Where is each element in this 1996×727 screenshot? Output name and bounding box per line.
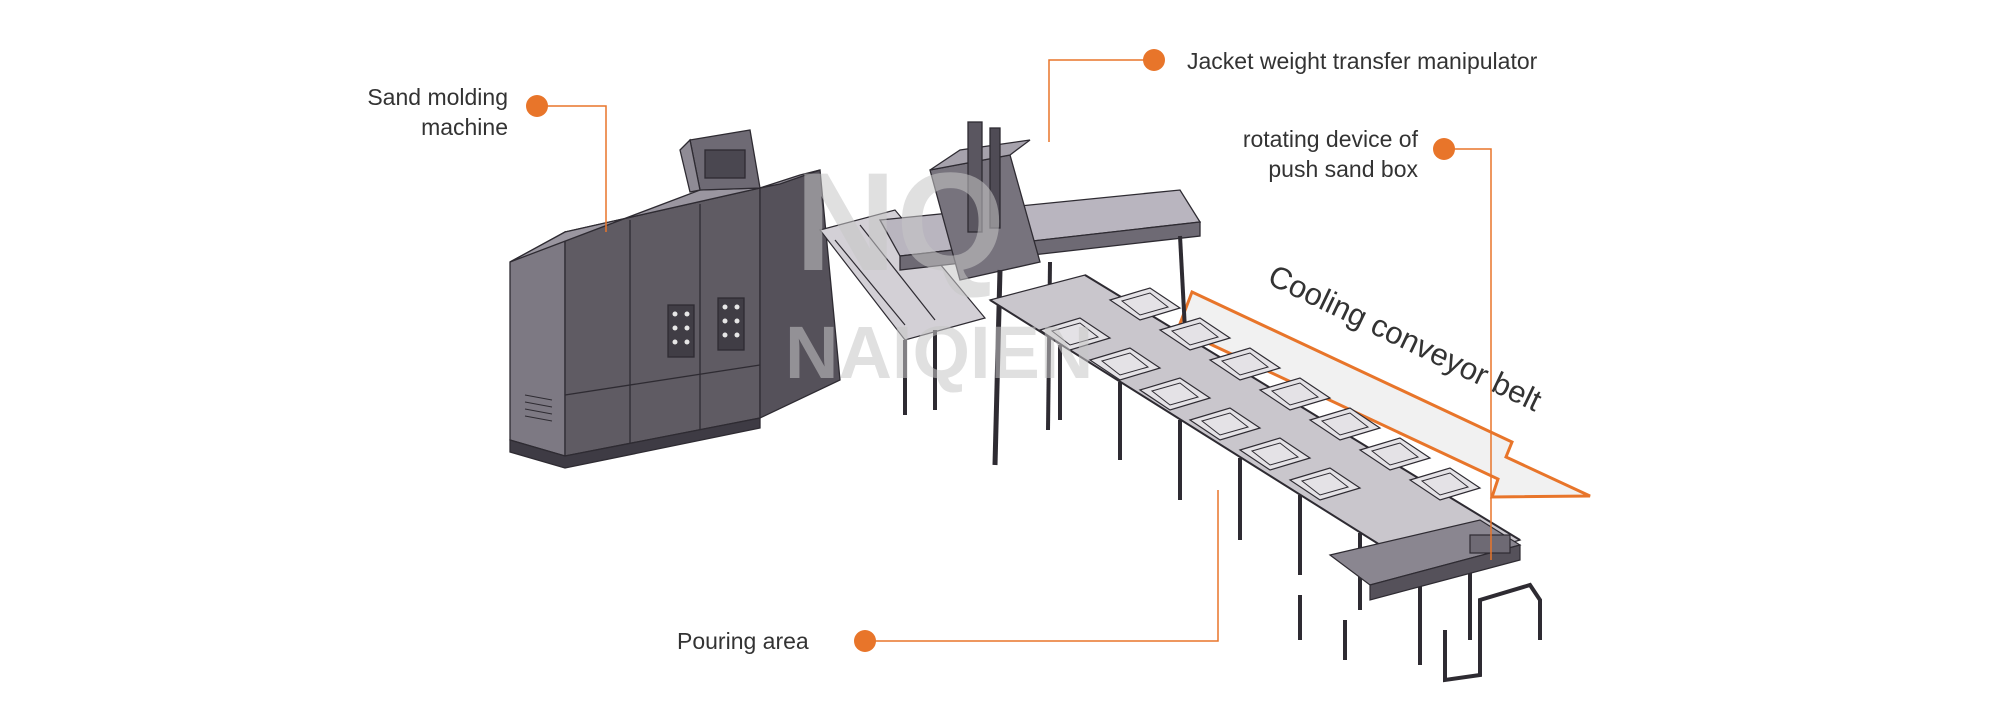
watermark-logo: NQ [795, 143, 1005, 300]
callout-leaders [537, 59, 1492, 642]
leader-pouring [865, 490, 1219, 642]
label-sand-molding-machine: Sand molding machine [280, 82, 508, 142]
label-pouring-area: Pouring area [677, 628, 809, 654]
brand-watermark: NQ NAIQIEN [785, 143, 1093, 394]
label-sand-molding-line1: Sand molding [367, 84, 508, 110]
watermark-brand-name: NAIQIEN [785, 311, 1093, 394]
label-rotating-line2: push sand box [1268, 156, 1418, 182]
cooling-conveyor [988, 274, 1542, 683]
transfer-platform [818, 209, 987, 415]
sand-molding-machine [509, 129, 841, 469]
callout-dots [526, 49, 1455, 652]
dot-rotating [1433, 138, 1455, 160]
dot-jacket [1143, 49, 1165, 71]
leader-rotating [1444, 148, 1492, 560]
dot-pouring [854, 630, 876, 652]
dot-sand-molding [526, 95, 548, 117]
label-jacket-manipulator: Jacket weight transfer manipulator [1187, 48, 1538, 74]
leader-sand-molding [537, 105, 607, 232]
jacket-weight-transfer-manipulator [878, 121, 1202, 466]
leader-jacket [1048, 59, 1154, 142]
label-rotating-device: rotating device of push sand box [1140, 124, 1418, 184]
label-rotating-line1: rotating device of [1242, 126, 1418, 152]
label-sand-molding-line2: machine [421, 114, 508, 140]
